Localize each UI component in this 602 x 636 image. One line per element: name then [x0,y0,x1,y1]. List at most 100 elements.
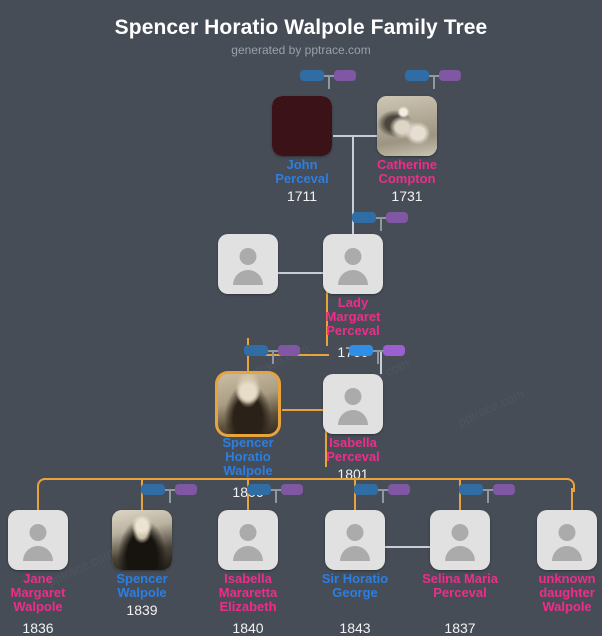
person-node-catherine-compton[interactable]: Catherine Compton 1731 [377,96,437,204]
portrait-photo-spencer-horatio-walpole [218,374,278,434]
avatar-placeholder-body-icon [340,546,370,561]
person-name: Lady Margaret Perceval [325,295,381,338]
badge-blue[interactable] [349,345,373,356]
person-card[interactable] [218,234,278,294]
person-card[interactable] [323,374,383,434]
badge-purple[interactable] [439,70,461,81]
badge-blue[interactable] [300,70,324,81]
badge-blue[interactable] [459,484,483,495]
person-node-spencer-horatio-walpole[interactable]: Spencer Horatio Walpole 1806 [218,374,278,500]
person-name: Sir Horatio George [321,571,389,600]
person-year: 1836 [22,620,54,636]
avatar-placeholder-body-icon [233,270,263,285]
sibling-bus-left-cap [37,478,49,492]
badge-stem [382,489,384,503]
page-subtitle: generated by pptrace.com [231,43,371,57]
badge-blue[interactable] [354,484,378,495]
person-year: 1711 [286,188,318,204]
person-card[interactable] [430,510,490,570]
spouse-line-g3 [282,409,327,411]
avatar-placeholder-icon [239,524,257,541]
person-node-isabella-mararetta-elizabeth[interactable]: Isabella Mararetta Elizabeth 1840 [218,510,278,636]
badge-purple[interactable] [334,70,356,81]
avatar-placeholder-body-icon [23,546,53,561]
child-drop-1 [37,488,39,510]
person-card[interactable] [112,510,172,570]
person-node-unknown-spouse-g2[interactable] [218,234,278,294]
parent-drop-isabella [380,352,382,374]
lineage-line-drop [247,352,249,374]
avatar-placeholder-icon [451,524,469,541]
badge-purple[interactable] [278,345,300,356]
person-name: unknown daughter Walpole [538,571,596,614]
spouse-line-g4 [385,546,430,548]
person-node-jane-margaret-walpole[interactable]: Jane Margaret Walpole 1836 [8,510,68,636]
person-name: Selina Maria Perceval [422,571,498,600]
person-card[interactable] [323,234,383,294]
avatar-placeholder-icon [344,388,362,405]
watermark: pptrace.com [455,386,526,430]
person-node-unknown-daughter-walpole[interactable]: unknown daughter Walpole [537,510,597,614]
badge-blue[interactable] [352,212,376,223]
person-year: 1837 [444,620,476,636]
person-name: Isabella Perceval [326,435,380,464]
portrait-photo-spencer-walpole [112,510,172,570]
spouse-line-g1 [333,135,378,137]
person-card[interactable] [537,510,597,570]
avatar-placeholder-body-icon [338,270,368,285]
page-title: Spencer Horatio Walpole Family Tree [114,16,488,39]
badge-stem [275,489,277,503]
person-year: 1839 [126,602,158,618]
person-name: John Perceval [275,157,329,186]
avatar-placeholder-icon [344,248,362,265]
person-card[interactable] [218,374,278,434]
portrait-photo-catherine-compton [377,96,437,156]
avatar-placeholder-icon [239,248,257,265]
sibling-bus-right-cap [563,478,575,492]
avatar-placeholder-icon [346,524,364,541]
avatar-placeholder-body-icon [445,546,475,561]
child-drop-6 [571,488,573,510]
person-card[interactable] [377,96,437,156]
person-card[interactable] [218,510,278,570]
badge-stem [487,489,489,503]
badge-purple[interactable] [388,484,410,495]
avatar-placeholder-body-icon [233,546,263,561]
person-card[interactable] [325,510,385,570]
person-node-selina-maria-perceval[interactable]: Selina Maria Perceval 1837 [422,510,498,636]
badge-blue[interactable] [247,484,271,495]
sibling-bus [45,478,565,480]
spouse-line-g2 [278,272,323,274]
person-node-spencer-walpole[interactable]: Spencer Walpole 1839 [112,510,172,618]
person-name: Spencer Horatio Walpole [222,435,274,478]
badge-purple[interactable] [383,345,405,356]
avatar-placeholder-icon [29,524,47,541]
badge-blue[interactable] [244,345,268,356]
person-name: Catherine Compton [377,157,437,186]
person-node-john-perceval[interactable]: John Perceval 1711 [272,96,332,204]
child-drop-g1 [352,135,354,235]
avatar-placeholder-body-icon [338,410,368,425]
person-name: Spencer Walpole [116,571,168,600]
person-name: Jane Margaret Walpole [10,571,66,614]
badge-stem [380,217,382,231]
person-card[interactable] [8,510,68,570]
badge-purple[interactable] [281,484,303,495]
person-node-sir-horatio-george[interactable]: Sir Horatio George 1843 [322,510,388,636]
person-name: Isabella Mararetta Elizabeth [218,571,278,614]
person-year: 1731 [391,188,423,204]
badge-stem [169,489,171,503]
avatar-placeholder-body-icon [552,546,582,561]
badge-purple[interactable] [493,484,515,495]
person-node-isabella-perceval[interactable]: Isabella Perceval 1801 [323,374,383,482]
badge-blue[interactable] [405,70,429,81]
person-card[interactable] [272,96,332,156]
portrait-photo-john-perceval [272,96,332,156]
person-node-lady-margaret-perceval[interactable]: Lady Margaret Perceval 1760 [323,234,383,360]
badge-purple[interactable] [386,212,408,223]
badge-blue[interactable] [141,484,165,495]
avatar-placeholder-icon [558,524,576,541]
badge-stem [377,350,379,364]
badge-purple[interactable] [175,484,197,495]
